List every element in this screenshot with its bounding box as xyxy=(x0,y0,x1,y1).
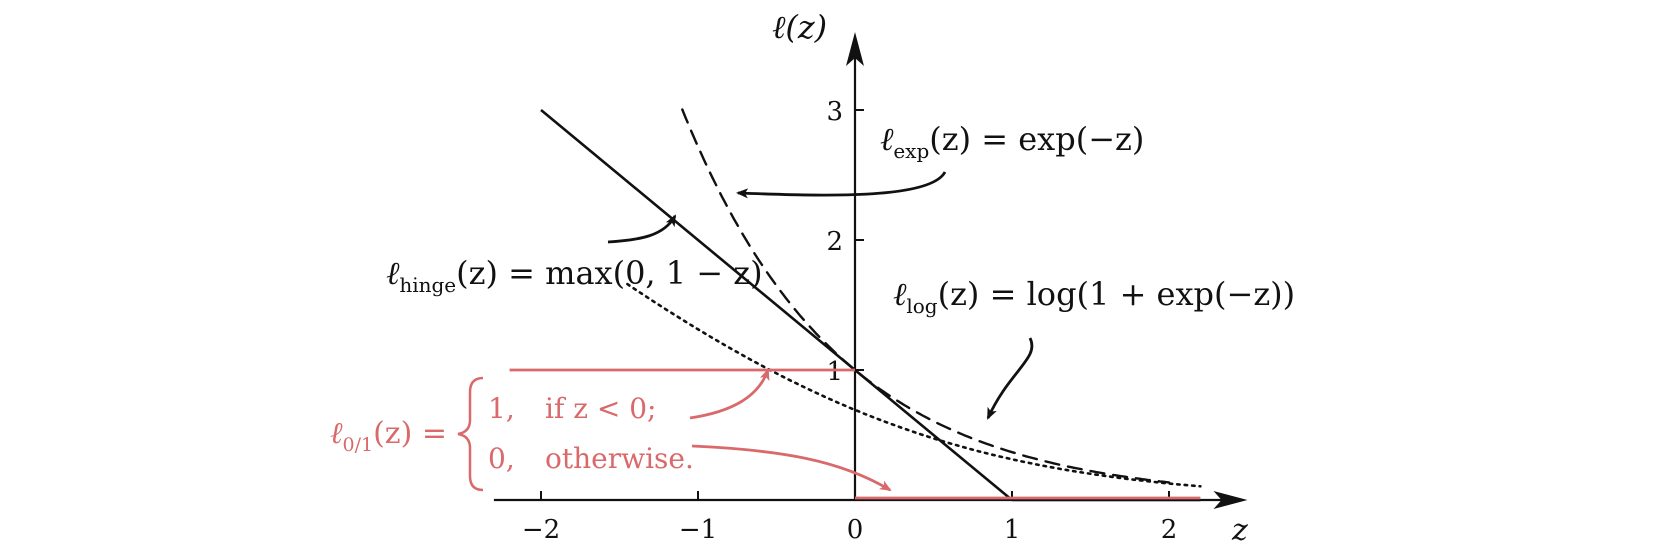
zero-one-loss-equals: (z) = xyxy=(373,416,447,451)
hinge-label-arrow xyxy=(607,214,677,244)
y-tick-label: 3 xyxy=(826,97,843,127)
x-ticks: −2 −1 0 1 2 xyxy=(522,491,1177,545)
zero-one-loss-subscript: 0/1 xyxy=(343,434,374,456)
x-tick-label: −2 xyxy=(522,515,560,545)
x-axis-label: z xyxy=(1231,513,1248,548)
log-loss-symbol: ℓ xyxy=(893,275,907,313)
hinge-loss-formula: (z) = max(0, 1 − z) xyxy=(456,254,763,292)
series-layer xyxy=(509,108,1202,502)
log-loss-formula: (z) = log(1 + exp(−z)) xyxy=(938,275,1296,313)
x-axis-arrowhead xyxy=(1213,491,1248,509)
x-tick-label: 1 xyxy=(1004,515,1021,545)
log-label-arrow xyxy=(986,337,1034,420)
exp-loss-curve xyxy=(681,108,1171,484)
y-axis-label: ℓ(z) xyxy=(772,8,827,46)
x-tick-label: 2 xyxy=(1161,515,1178,545)
hinge-loss-line xyxy=(540,108,1013,502)
x-tick-label: 0 xyxy=(847,515,864,545)
exp-loss-symbol: ℓ xyxy=(880,120,894,158)
exp-label-arrow xyxy=(736,171,947,199)
exp-loss-subscript: exp xyxy=(893,139,929,163)
log-loss-curve xyxy=(626,282,1202,488)
zero-one-brace xyxy=(457,376,484,492)
hinge-loss-symbol: ℓ xyxy=(386,254,400,292)
zero-one-case2-condition: otherwise. xyxy=(545,442,694,475)
exp-loss-formula: (z) = exp(−z) xyxy=(929,120,1144,158)
zero-one-loss-label: ℓ0/1(z) = 1, if z < 0; 0, otherwise. xyxy=(330,376,694,492)
y-tick-label: 1 xyxy=(826,357,843,387)
zero-one-case1-value: 1, xyxy=(488,392,515,425)
log-loss-subscript: log xyxy=(906,294,937,318)
hinge-loss-subscript: hinge xyxy=(399,273,456,297)
zero-one-case1-arrow xyxy=(689,368,770,420)
hinge-loss-label: ℓhinge(z) = max(0, 1 − z) xyxy=(386,254,763,297)
y-ticks: 1 2 3 xyxy=(826,97,864,387)
y-axis-arrowhead xyxy=(846,32,864,66)
zero-one-loss-symbol: ℓ xyxy=(330,416,343,451)
zero-one-case1-condition: if z < 0; xyxy=(545,392,656,425)
x-tick-label: −1 xyxy=(679,515,717,545)
exp-loss-label: ℓexp(z) = exp(−z) xyxy=(880,120,1144,163)
zero-one-loss-lhs: ℓ0/1(z) = xyxy=(330,416,447,456)
zero-one-case2-value: 0, xyxy=(488,442,515,475)
annotation-arrows xyxy=(607,171,1034,492)
log-loss-label: ℓlog(z) = log(1 + exp(−z)) xyxy=(893,275,1295,318)
zero-one-case2-arrow xyxy=(691,444,892,492)
y-tick-label: 2 xyxy=(826,227,843,257)
